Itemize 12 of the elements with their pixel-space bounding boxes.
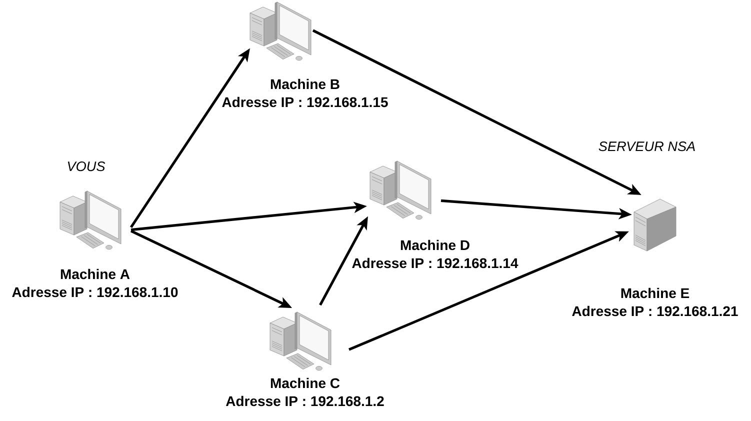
ip-address: Adresse IP : 192.168.1.10: [12, 286, 178, 298]
machine-name: Machine A: [60, 268, 130, 280]
machine-name: Machine E: [621, 288, 690, 298]
machine-name: Machine B: [270, 78, 340, 90]
ip-address: Adresse IP : 192.168.1.21: [572, 306, 738, 316]
ip-address: Adresse IP : 192.168.1.14: [352, 258, 518, 268]
machine-name: Machine D: [400, 240, 470, 250]
role-caption: SERVEUR NSA: [598, 142, 695, 152]
role-caption: VOUS: [68, 162, 106, 172]
ip-address: Adresse IP : 192.168.1.2: [226, 396, 384, 406]
machine-name: Machine C: [270, 378, 340, 388]
ip-address: Adresse IP : 192.168.1.15: [222, 96, 388, 108]
